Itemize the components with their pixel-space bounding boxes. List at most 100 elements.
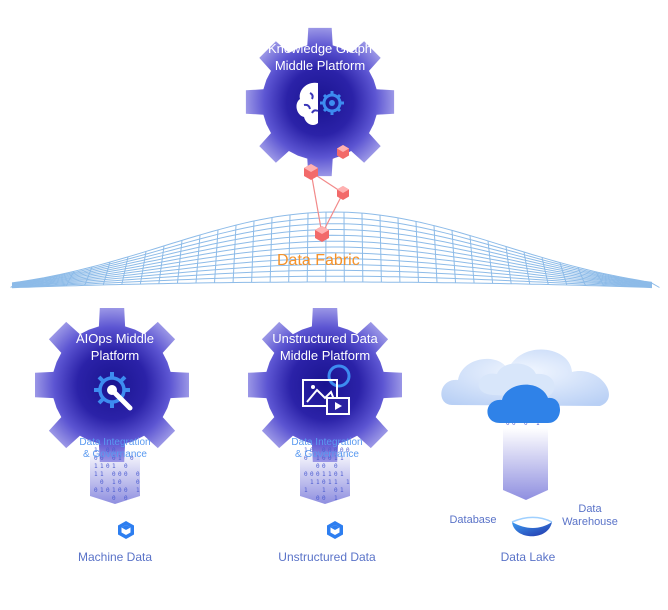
binary-digit: 0: [94, 487, 98, 494]
binary-digit: 0: [346, 447, 350, 454]
unstructured-platform-title: Unstructured Data Middle Platform: [272, 331, 378, 363]
binary-digit: 0: [322, 495, 326, 502]
binary-digit: 1: [100, 471, 104, 478]
binary-digit: 0: [322, 479, 326, 486]
grid-line: [469, 235, 475, 284]
data-warehouse-bowl-icon: [511, 516, 553, 537]
binary-digit: 0: [130, 455, 134, 462]
binary-digit: 0: [112, 447, 116, 454]
graph-node: [337, 186, 349, 200]
binary-digit: 0: [334, 487, 338, 494]
binary-digit: 0: [334, 463, 338, 470]
grid-line: [379, 215, 382, 283]
grid-line: [11, 281, 653, 289]
binary-digit: 0: [506, 420, 510, 427]
binary-digit: 0: [112, 495, 116, 502]
binary-digit: 1: [322, 487, 326, 494]
binary-digit: 1: [340, 487, 344, 494]
binary-digit: 0: [340, 447, 344, 454]
binary-digit: 0: [316, 471, 320, 478]
binary-digit: 0: [112, 455, 116, 462]
binary-digit: 0: [310, 447, 314, 454]
grid-line: [288, 214, 291, 283]
binary-digit: 1: [334, 455, 338, 462]
grid-line: [11, 240, 653, 286]
grid-line: [595, 271, 605, 287]
binary-digit: 0: [118, 479, 122, 486]
binary-digit: 0: [304, 455, 308, 462]
grid-line: [11, 275, 653, 288]
binary-digit: 1: [100, 463, 104, 470]
binary-digit: 1: [316, 479, 320, 486]
binary-digit: 0: [136, 479, 140, 486]
binary-digit: 0: [322, 455, 326, 462]
binary-digit: 0: [334, 471, 338, 478]
grid-line: [214, 229, 219, 283]
binary-digit: 0: [310, 471, 314, 478]
binary-digit: 1: [112, 463, 116, 470]
grid-line: [11, 211, 653, 284]
binary-digit: 0: [136, 471, 140, 478]
binary-digit: 0: [124, 495, 128, 502]
graph-node: [304, 164, 318, 180]
grid-line: [577, 267, 586, 286]
grid-line: [631, 278, 642, 288]
binary-digit: 0: [322, 447, 326, 454]
grid-line: [176, 240, 183, 284]
grid-line: [541, 257, 549, 285]
gear-shape: [248, 308, 402, 462]
binary-digit: 0: [328, 447, 332, 454]
grid-line: [102, 261, 111, 285]
grid-line: [10, 281, 21, 288]
wrench-gear-icon: [94, 372, 133, 411]
machine-data-label: Machine Data: [77, 550, 153, 564]
binary-digit: 1: [304, 487, 308, 494]
grid-line: [487, 240, 494, 284]
binary-digit: 0: [100, 479, 104, 486]
grid-line: [139, 251, 147, 284]
binary-digit: 0: [94, 455, 98, 462]
grid-line: [433, 225, 438, 283]
grid-line: [11, 217, 653, 284]
grid-line: [451, 230, 457, 283]
grid-line: [121, 256, 129, 285]
data-fabric-grid: [10, 211, 660, 289]
data-fabric-label: Data Fabric: [277, 252, 360, 269]
binary-digit: 1: [304, 447, 308, 454]
binary-digit: 1: [310, 479, 314, 486]
data-warehouse-label: Data Warehouse: [562, 503, 618, 528]
grid-line: [232, 225, 237, 283]
binary-digit: 1: [94, 463, 98, 470]
grid-line: [613, 275, 623, 287]
binary-digit: 1: [334, 495, 338, 502]
binary-digit: 1: [340, 471, 344, 478]
binary-digit: 0: [100, 455, 104, 462]
grid-line: [523, 251, 531, 285]
binary-digit: 1: [328, 479, 332, 486]
graph-nodes: [304, 145, 349, 242]
grid-line: [47, 274, 57, 287]
binary-digit: 0: [334, 447, 338, 454]
binary-digit: 1: [322, 471, 326, 478]
binary-digit: 0: [106, 447, 110, 454]
top-platform-title: Knowledge Graph Middle Platform: [267, 41, 373, 73]
binary-digit: 1: [340, 455, 344, 462]
grid-line: [11, 264, 653, 287]
grid-line: [559, 262, 568, 285]
grid-line: [11, 229, 653, 285]
grid-line: [269, 217, 273, 283]
binary-digit: 0: [524, 420, 528, 427]
data-lake-label: Data Lake: [500, 550, 556, 564]
unstructured-data-label: Unstructured Data: [278, 550, 376, 564]
binary-digit: 1: [536, 420, 540, 427]
aiops-platform-subtitle: Data Integration & Governance: [79, 437, 151, 460]
grid-line: [11, 234, 653, 285]
binary-digit: 1: [346, 479, 350, 486]
binary-digit: 1: [136, 487, 140, 494]
binary-digit: 0: [304, 471, 308, 478]
data-lake-column: [503, 428, 548, 500]
graph-node: [337, 145, 349, 159]
binary-digit: 0: [316, 495, 320, 502]
grid-line: [361, 213, 364, 283]
